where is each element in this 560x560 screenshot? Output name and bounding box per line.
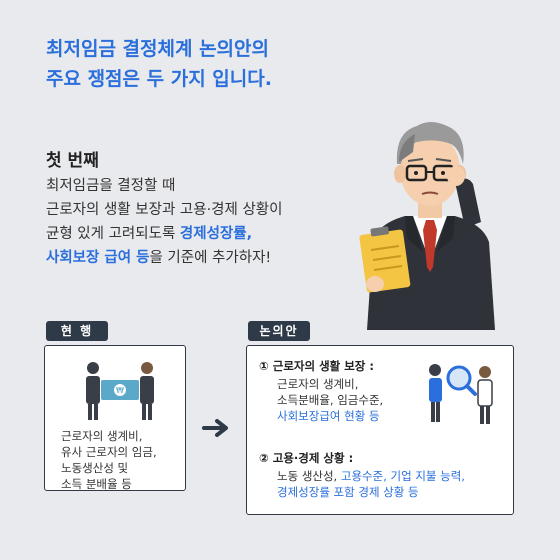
point-2-title: ② 고용·경제 상황 :	[259, 451, 354, 465]
current-item-4: 소득 분배율 등	[61, 477, 132, 491]
point-1-title: ① 근로자의 생활 보장 :	[259, 359, 374, 373]
headline: 최저임금 결정체계 논의안의 주요 쟁점은 두 가지 입니다.	[46, 34, 346, 94]
body-line-2: 근로자의 생활 보장과 고용·경제 상황이	[46, 202, 283, 218]
point-1-line-3: 사회보장급여 현황 등	[277, 409, 380, 423]
current-item-1: 근로자의 생계비,	[61, 429, 143, 443]
arrow-right-icon	[202, 419, 228, 437]
point-2-line-2: 경제성장률 포함 경제 상황 등	[277, 485, 419, 499]
body-line-1: 최저임금을 결정할 때	[46, 178, 176, 194]
section-body: 최저임금을 결정할 때 근로자의 생활 보장과 고용·경제 상황이 균형 있게 …	[46, 174, 282, 270]
proposal-tag: 논의안	[248, 321, 310, 341]
svg-text:₩: ₩	[116, 386, 124, 395]
point-2-line-1-text: 노동 생산성,	[277, 469, 341, 483]
headline-line-2: 주요 쟁점은 두 가지 입니다.	[46, 68, 272, 90]
body-line-4-text: 을 기준에 추가하자!	[149, 250, 272, 266]
point-2-line-1-highlight: 고용수준, 기업 지불 능력,	[340, 469, 465, 483]
magnifier-team-icon	[429, 364, 493, 424]
handshake-money-icon: ₩	[86, 362, 154, 420]
point-1-body: 근로자의 생계비, 소득분배율, 임금수준, 사회보장급여 현황 등	[277, 376, 383, 424]
point-1-line-1: 근로자의 생계비,	[277, 377, 359, 391]
section-title: 첫 번째	[46, 151, 99, 171]
body-line-3-text: 균형 있게 고려되도록	[46, 226, 180, 242]
body-line-4: 사회보장 급여 등을 기준에 추가하자!	[46, 246, 282, 270]
point-2-body: 노동 생산성, 고용수준, 기업 지불 능력, 경제성장률 포함 경제 상황 등	[277, 468, 465, 500]
proposal-box: ① 근로자의 생활 보장 : 근로자의 생계비, 소득분배율, 임금수준, 사회…	[246, 345, 514, 515]
body-line-3: 균형 있게 고려되도록 경제성장률,	[46, 222, 282, 246]
headline-line-1: 최저임금 결정체계 논의안의	[46, 38, 269, 60]
current-list: 근로자의 생계비, 유사 근로자의 임금, 노동생산성 및 소득 분배율 등	[61, 428, 157, 492]
point-2-line-1: 노동 생산성, 고용수준, 기업 지불 능력,	[277, 468, 465, 484]
highlight-growth-rate: 경제성장률,	[179, 226, 253, 242]
current-item-2: 유사 근로자의 임금,	[61, 445, 157, 459]
current-box: ₩ 근로자의 생계비, 유사 근로자의 임금, 노동생산성 및 소득 분배율 등	[44, 345, 186, 491]
current-tag: 현 행	[46, 321, 108, 341]
point-1-line-2: 소득분배율, 임금수준,	[277, 393, 384, 407]
highlight-social-security: 사회보장 급여 등	[46, 250, 150, 266]
businessman-with-glasses-illustration	[359, 122, 495, 330]
current-item-3: 노동생산성 및	[61, 461, 129, 475]
